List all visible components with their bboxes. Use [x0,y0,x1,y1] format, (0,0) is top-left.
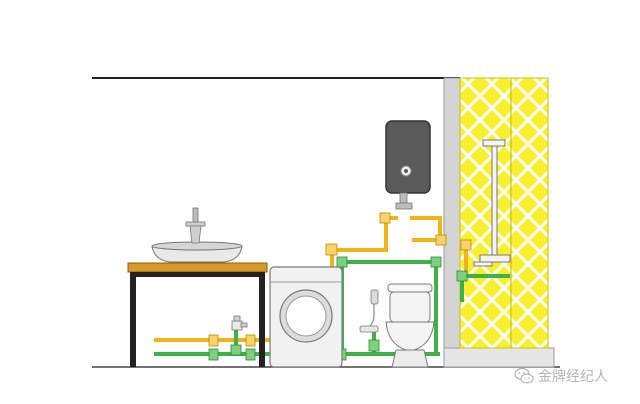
vanity-table [127,262,268,367]
watermark: 金牌经纪人 [514,366,608,386]
basin-faucet-icon [185,207,206,244]
shower-rail [473,139,511,267]
wash-basin [151,241,243,263]
wall-column [443,77,461,351]
toilet [385,283,435,368]
water-heater [385,120,431,210]
wechat-icon [514,367,534,384]
bidet-sprayer-icon [359,289,379,333]
shower-ledge [443,347,555,368]
washing-machine [269,266,343,368]
watermark-text: 金牌经纪人 [538,369,608,385]
tiled-shower-wall [459,77,549,349]
washer-faucet-icon [231,315,248,331]
